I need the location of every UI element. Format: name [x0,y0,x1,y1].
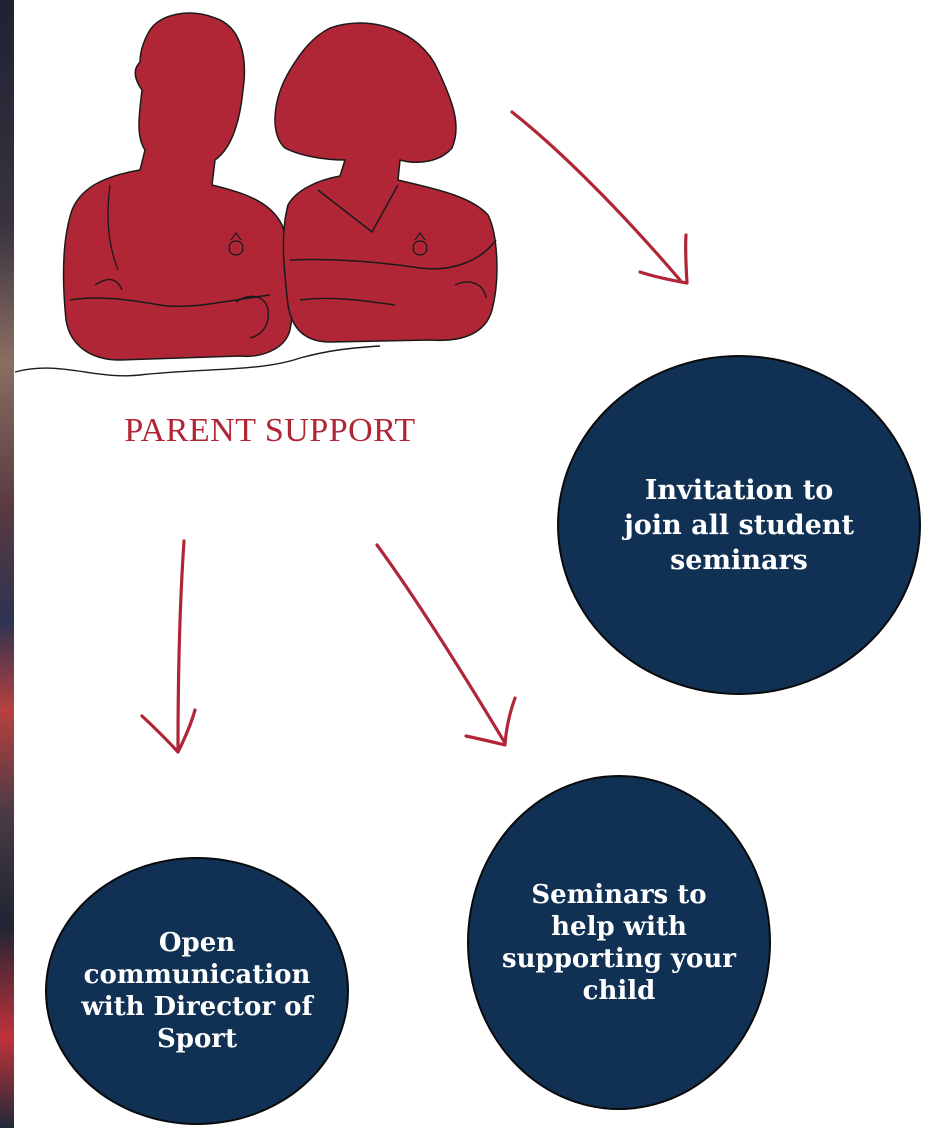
background-photo-edge [0,0,14,1128]
arrow-to-invitation [510,110,689,285]
female-figure [274,22,498,343]
male-figure [62,12,294,361]
ground-line [14,345,381,377]
node-label: Open communication with Director of Spor… [81,928,313,1054]
node-label: Seminars to help with supporting your ch… [501,879,736,1006]
arrow-to-communication [140,539,197,754]
node-label: Invitation to join all student seminars [624,474,854,576]
node-communication: Open communication with Director of Spor… [45,857,349,1125]
node-invitation: Invitation to join all student seminars [557,355,921,695]
node-seminars: Seminars to help with supporting your ch… [467,775,771,1110]
arrow-to-seminars [375,543,517,747]
diagram-title: PARENT SUPPORT [124,412,416,449]
